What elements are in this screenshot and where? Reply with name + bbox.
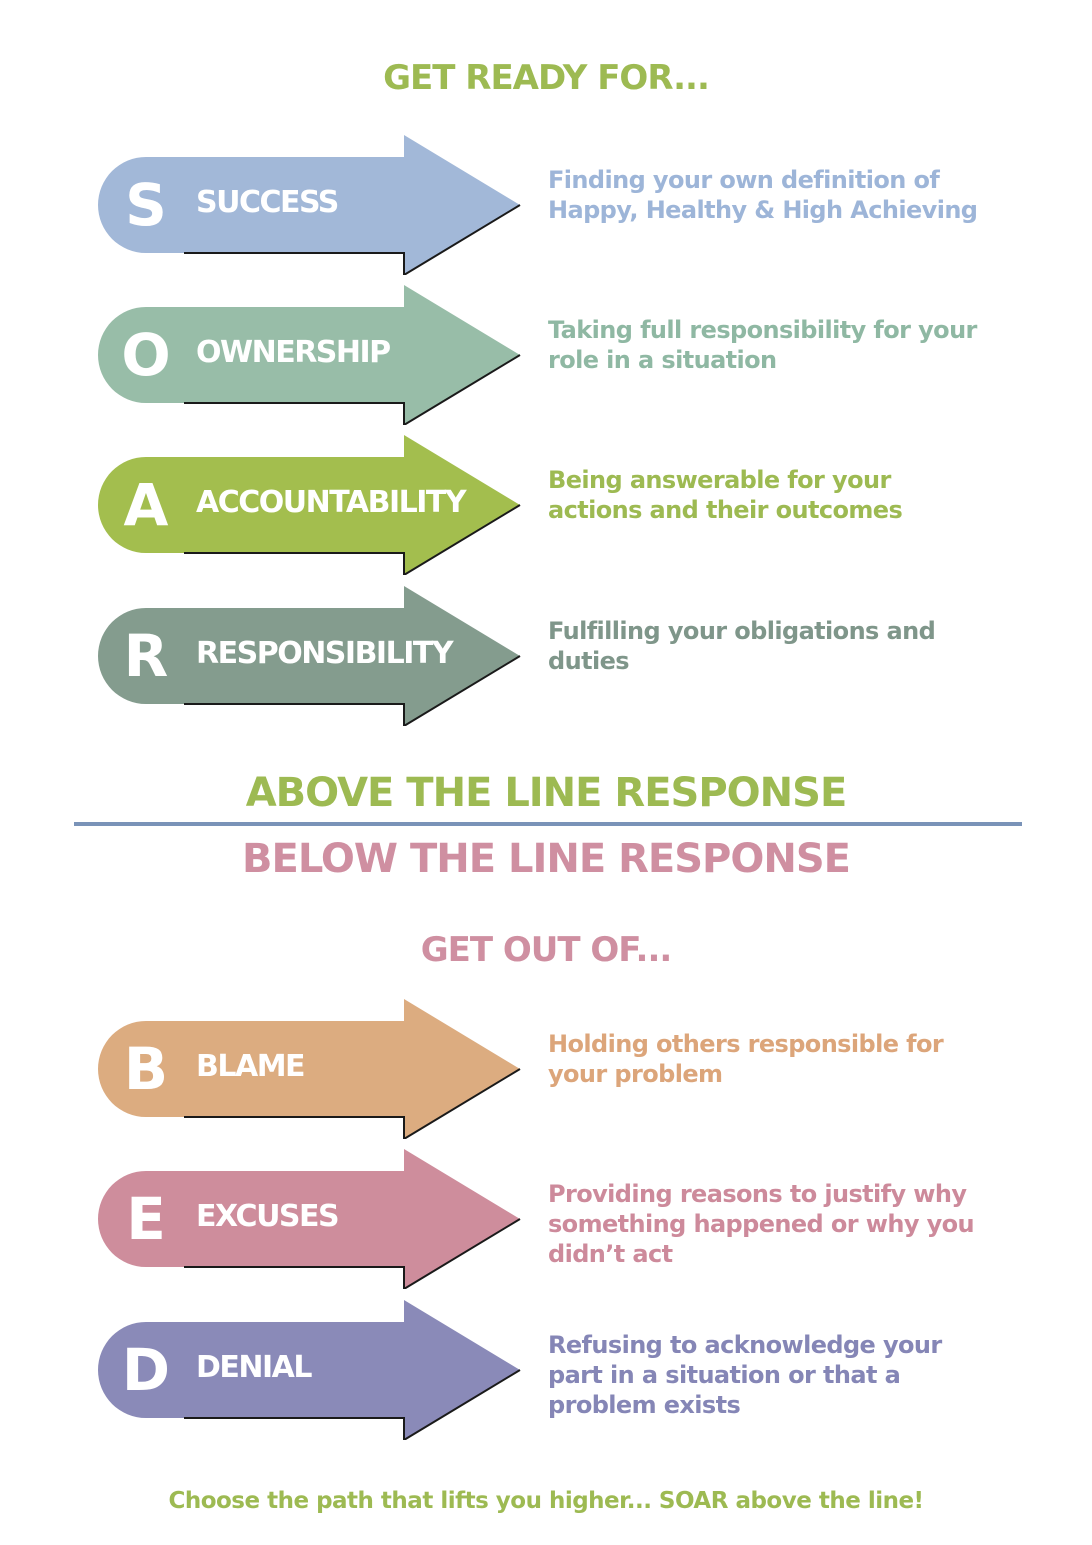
above-the-line-label: ABOVE THE LINE RESPONSE [245,770,848,816]
arrow-letter: A [123,471,169,539]
get-ready-heading: GET READY FOR... [383,58,710,98]
item-description: Providing reasons to justify why somethi… [548,1180,975,1268]
item-description: Holding others responsible for your prob… [548,1030,944,1088]
arrow-word: BLAME [196,1049,306,1084]
item-description: Refusing to acknowledge your part in a s… [548,1331,942,1419]
arrow-letter: B [123,1035,169,1103]
arrow-letter: O [121,321,171,389]
arrow-word: OWNERSHIP [196,335,391,370]
arrow-letter: R [123,622,169,690]
arrow-shape [98,586,521,726]
arrow-word: EXCUSES [196,1199,340,1234]
item-description: Finding your own definition of Happy, He… [548,166,978,224]
divider-line [74,822,1022,826]
arrow-shape [98,285,521,425]
item-description: Being answerable for your actions and th… [548,466,903,524]
below-item: B BLAME Holding others responsible for you… [0,999,1092,1139]
below-item: D DENIAL Refusing to acknowledge your part… [0,1300,1092,1440]
arrow-letter: E [126,1185,166,1253]
item-description: Taking full responsibility for your role… [548,316,977,374]
arrow-shape [98,999,521,1139]
closing-tagline: Choose the path that lifts you higher...… [168,1488,924,1514]
get-out-heading: GET OUT OF... [420,930,673,970]
below-item: E EXCUSES Providing reasons to justify why… [0,1149,1092,1289]
above-item: A ACCOUNTABILITY Being answerable for your… [0,435,1092,575]
arrow-word: SUCCESS [196,185,339,220]
below-the-line-label: BELOW THE LINE RESPONSE [242,836,851,882]
above-item: O OWNERSHIP Taking full responsibility for… [0,285,1092,425]
arrow-shape [98,1149,521,1289]
arrow-word: ACCOUNTABILITY [196,485,467,520]
arrow-word: DENIAL [196,1350,313,1385]
arrow-word: RESPONSIBILITY [196,636,454,671]
arrow-shape [98,435,521,575]
arrow-shape [98,1300,521,1440]
above-item: R RESPONSIBILITY Fulfilling your obligatio… [0,586,1092,726]
arrow-shape [98,135,521,275]
above-item: S SUCCESS Finding your own definition of H… [0,135,1092,275]
item-description: Fulfilling your obligations and duties [548,617,936,675]
arrow-letter: D [121,1336,171,1404]
arrow-letter: S [125,171,167,239]
